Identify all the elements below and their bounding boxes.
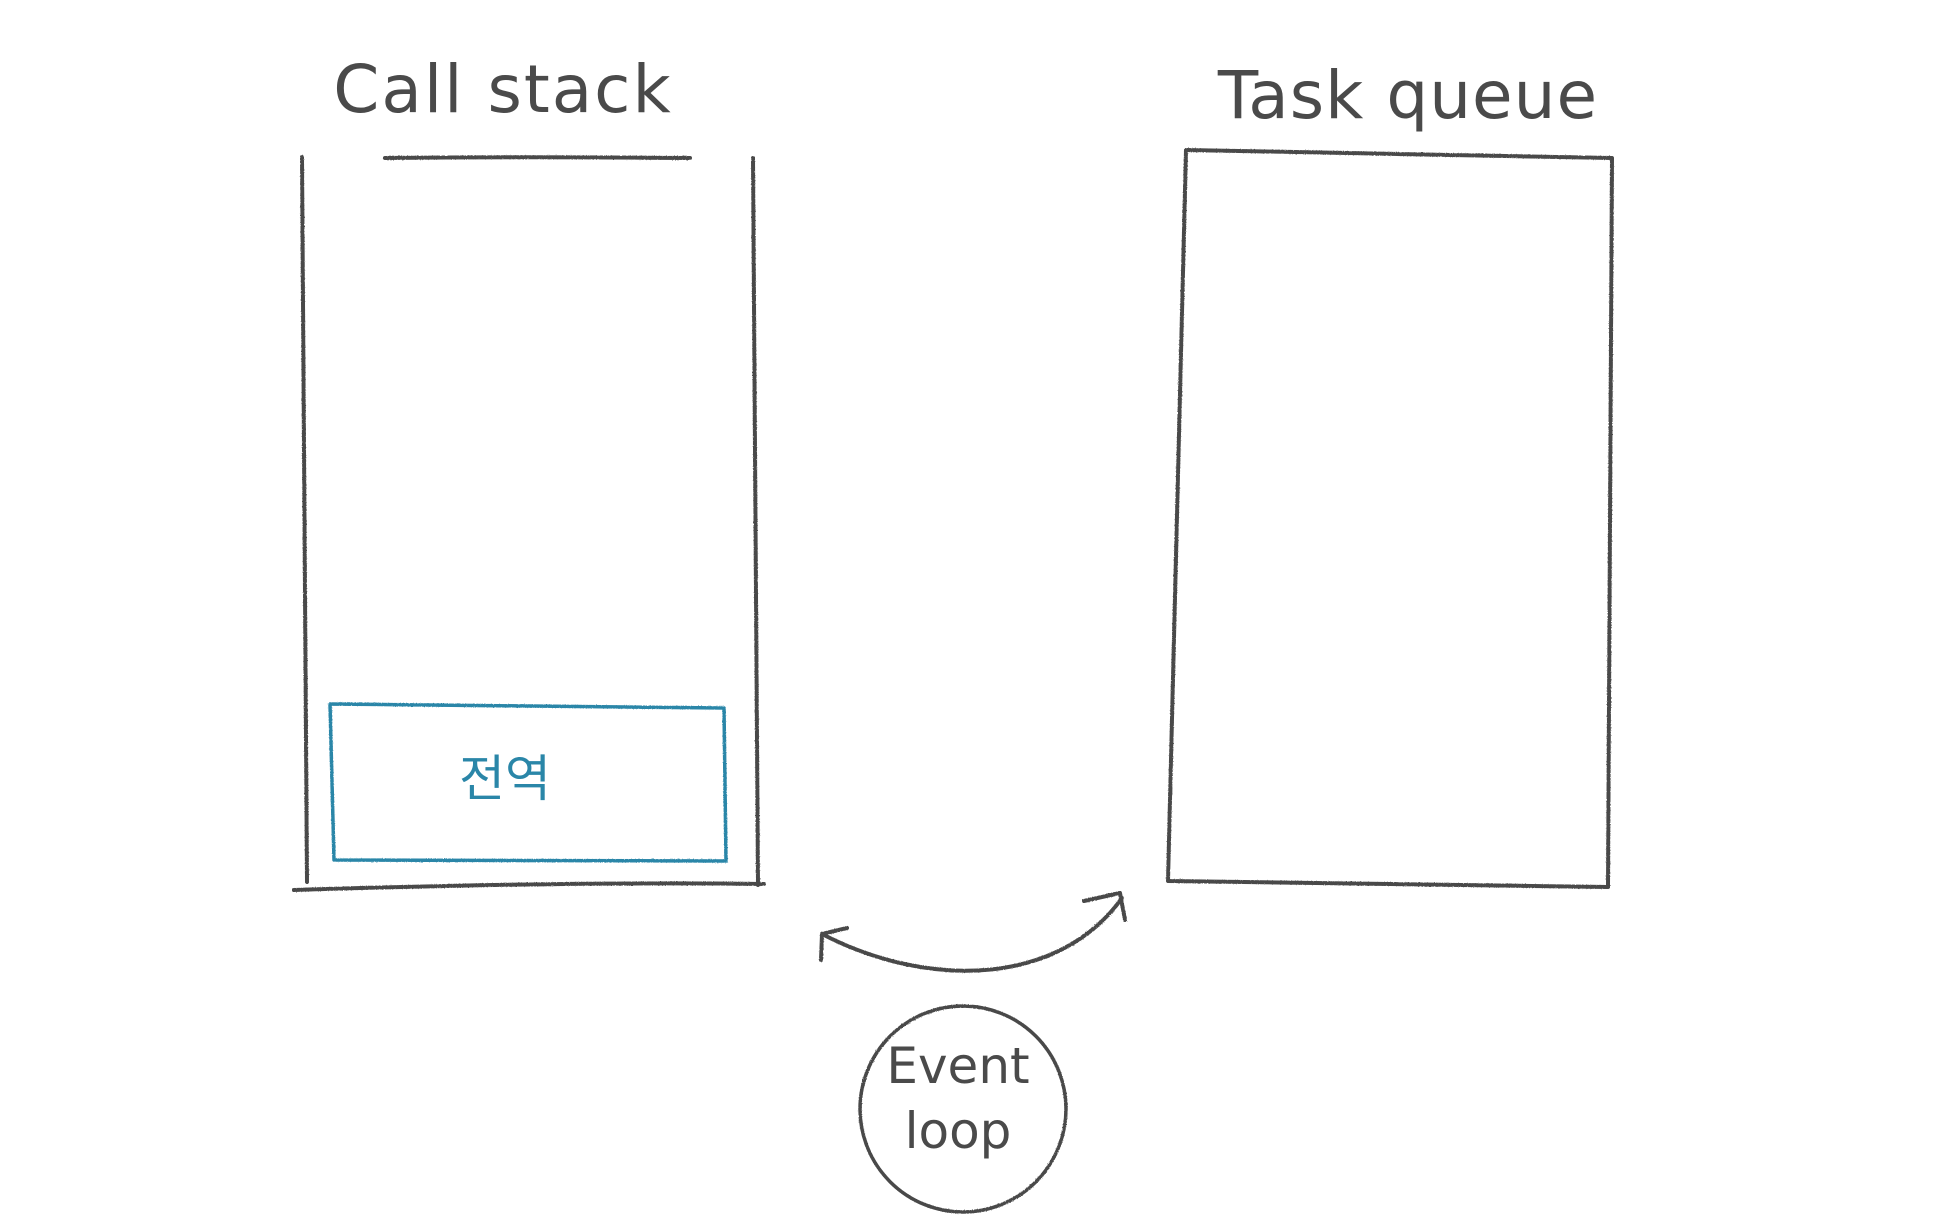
event-loop-label-line1: Event (886, 1037, 1029, 1095)
task-queue-title: Task queue (1217, 57, 1598, 134)
task-queue-box (1166, 148, 1614, 889)
call-stack-title: Call stack (333, 51, 672, 128)
event-loop-node: Event loop (858, 1004, 1068, 1214)
call-stack-frame-label: 전역 (459, 750, 551, 808)
event-loop-arrow-icon (819, 891, 1127, 973)
call-stack-box (292, 155, 766, 892)
event-loop-label-line2: loop (905, 1102, 1012, 1160)
call-stack-frame-global: 전역 (328, 702, 728, 863)
